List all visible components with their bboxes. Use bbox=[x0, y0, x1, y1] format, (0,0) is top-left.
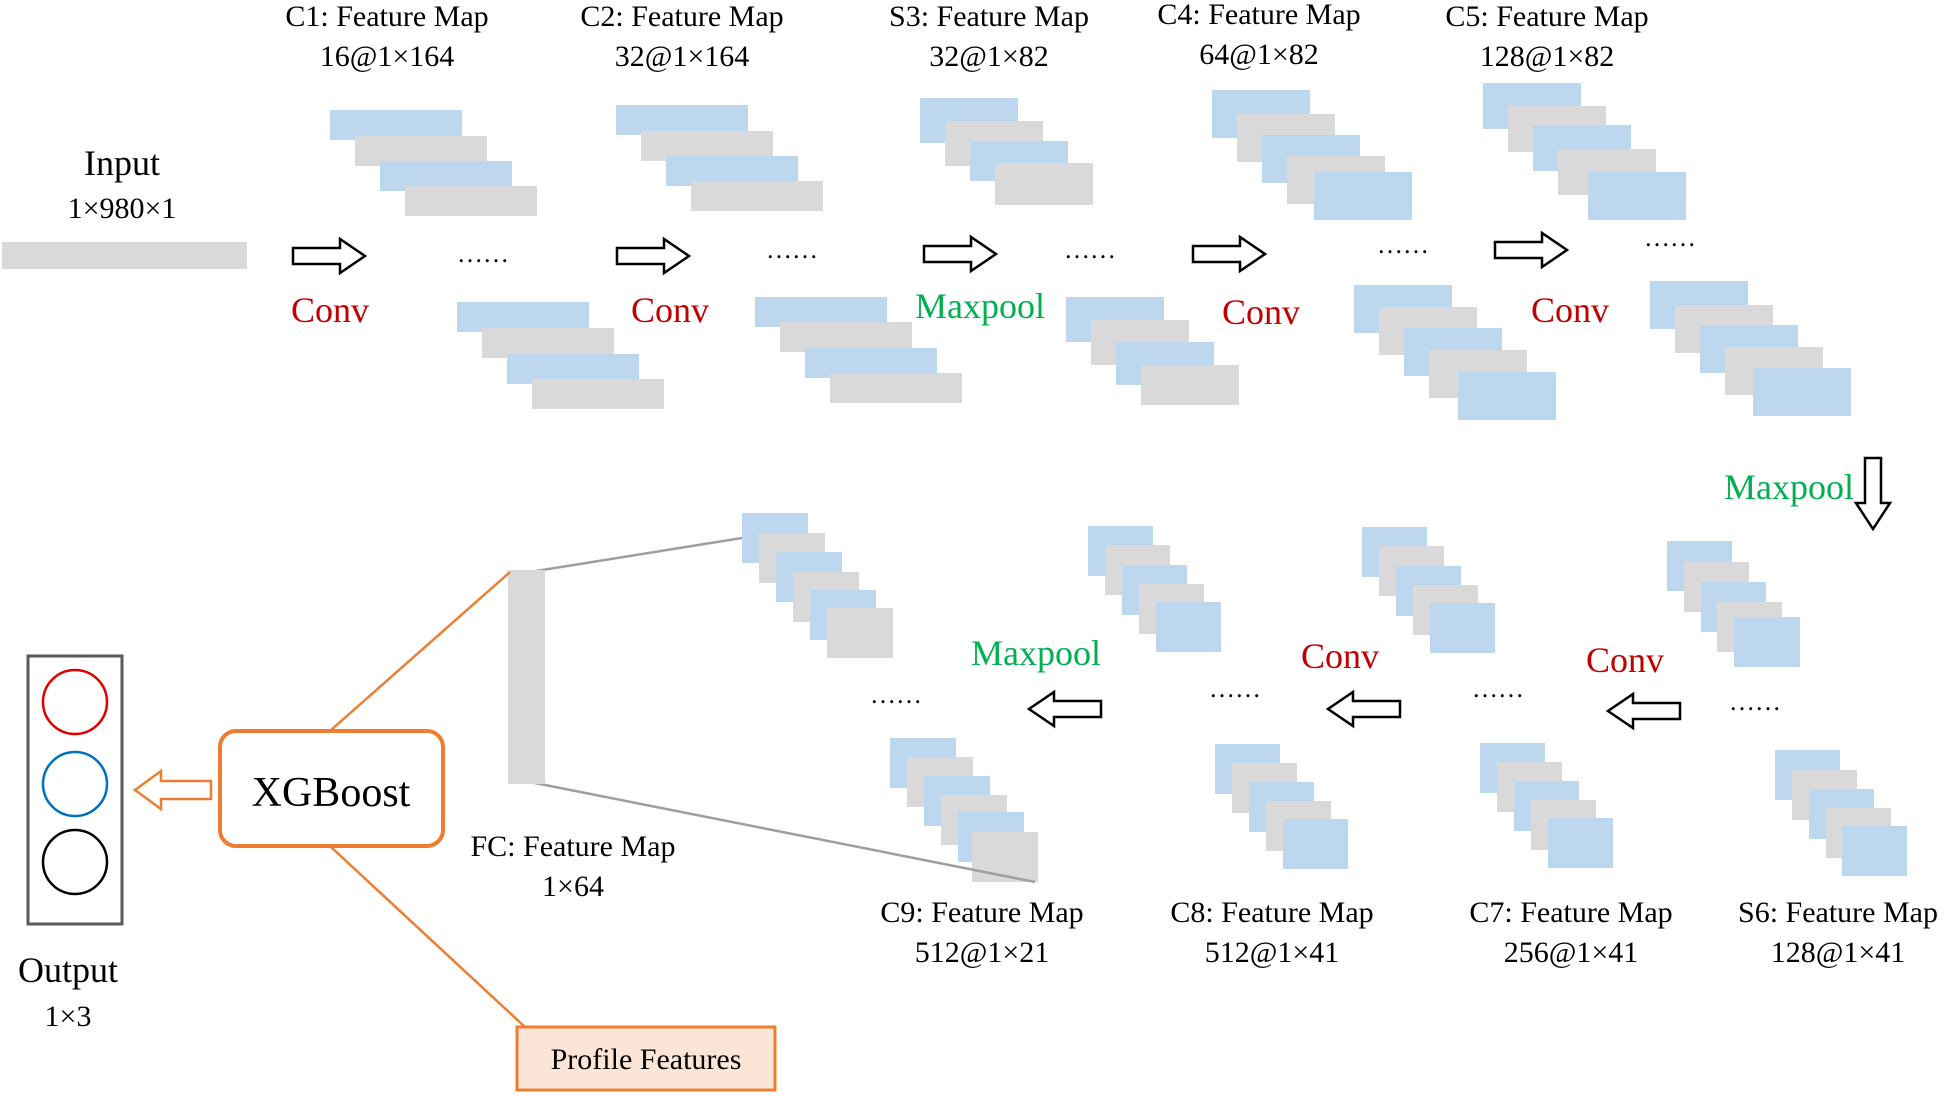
s6-upper-stack bbox=[1667, 541, 1800, 667]
fc-bar bbox=[508, 570, 545, 784]
c1-upper-stack bbox=[330, 110, 537, 216]
arrow-right-1 bbox=[291, 236, 368, 276]
xgboost-box bbox=[218, 729, 445, 848]
output-frame bbox=[26, 654, 124, 926]
c9-upper-stack bbox=[742, 513, 893, 658]
fc-to-xgboost-line bbox=[330, 571, 511, 731]
c2-title: C2: Feature Map bbox=[580, 0, 783, 33]
c9-lower-stack bbox=[890, 738, 1038, 882]
c9-title: C9: Feature Map bbox=[880, 896, 1083, 929]
c5-ellipsis: …… bbox=[1644, 223, 1696, 252]
c1-lower-stack bbox=[457, 302, 664, 409]
op-maxpool-1: Maxpool bbox=[915, 286, 1045, 326]
op-maxpool-3: Maxpool bbox=[971, 633, 1101, 673]
op-conv-3: Conv bbox=[1222, 292, 1300, 332]
c8-lower-stack bbox=[1215, 744, 1348, 869]
xgboost-label: XGBoost bbox=[252, 770, 411, 816]
c4-shape: 64@1×82 bbox=[1199, 38, 1319, 71]
c7-upper-stack bbox=[1362, 527, 1495, 653]
arrow-right-4 bbox=[1191, 234, 1268, 274]
c1-ellipsis: …… bbox=[457, 239, 509, 268]
output-neuron-blue bbox=[41, 750, 109, 818]
c5-shape: 128@1×82 bbox=[1480, 40, 1615, 73]
op-conv-6: Conv bbox=[1301, 636, 1379, 676]
c2-shape: 32@1×164 bbox=[615, 40, 750, 73]
arrow-left-3 bbox=[1026, 689, 1103, 729]
arrow-right-3 bbox=[922, 234, 999, 274]
s6-shape: 128@1×41 bbox=[1771, 936, 1906, 969]
c8-upper-stack bbox=[1088, 526, 1221, 652]
op-conv-1: Conv bbox=[291, 290, 369, 330]
c7-lower-stack bbox=[1480, 743, 1613, 868]
c7-shape: 256@1×41 bbox=[1504, 936, 1639, 969]
input-title: Input bbox=[84, 143, 160, 183]
profile-features-label: Profile Features bbox=[551, 1043, 742, 1076]
arrow-right-5 bbox=[1493, 230, 1570, 270]
arrow-left-1 bbox=[1605, 691, 1682, 731]
s6-lower-stack bbox=[1775, 750, 1907, 876]
s6-title: S6: Feature Map bbox=[1738, 896, 1938, 929]
c5-lower-stack bbox=[1650, 281, 1851, 416]
op-conv-4: Conv bbox=[1531, 290, 1609, 330]
c9-ellipsis: …… bbox=[870, 680, 922, 709]
c7-title: C7: Feature Map bbox=[1469, 896, 1672, 929]
c4-ellipsis: …… bbox=[1377, 230, 1429, 259]
c8-shape: 512@1×41 bbox=[1205, 936, 1340, 969]
c2-lower-stack bbox=[755, 297, 962, 403]
arrow-left-2 bbox=[1325, 689, 1402, 729]
c2-ellipsis: …… bbox=[766, 235, 818, 264]
op-maxpool-2: Maxpool bbox=[1724, 467, 1854, 507]
s3-title: S3: Feature Map bbox=[889, 0, 1089, 33]
c1-shape: 16@1×164 bbox=[320, 40, 455, 73]
s6-ellipsis: …… bbox=[1729, 687, 1781, 716]
s3-shape: 32@1×82 bbox=[929, 40, 1049, 73]
c7-ellipsis: …… bbox=[1472, 674, 1524, 703]
arrow-down bbox=[1853, 456, 1893, 532]
output-title: Output bbox=[18, 950, 118, 990]
fc-connector-bottom bbox=[529, 780, 1036, 884]
fc-shape: 1×64 bbox=[542, 870, 604, 903]
input-bar bbox=[2, 242, 247, 269]
fc-title: FC: Feature Map bbox=[471, 830, 676, 863]
c1-title: C1: Feature Map bbox=[285, 0, 488, 33]
c4-lower-stack bbox=[1354, 285, 1556, 420]
xgboost-to-profile-line bbox=[330, 846, 526, 1028]
s3-ellipsis: …… bbox=[1064, 235, 1116, 264]
c5-title: C5: Feature Map bbox=[1445, 0, 1648, 33]
output-neuron-black bbox=[41, 828, 109, 896]
arrow-right-2 bbox=[615, 236, 692, 276]
op-conv-2: Conv bbox=[631, 290, 709, 330]
c4-title: C4: Feature Map bbox=[1157, 0, 1360, 31]
fc-connector-top bbox=[529, 536, 743, 574]
op-conv-5: Conv bbox=[1586, 640, 1664, 680]
input-shape: 1×980×1 bbox=[68, 192, 177, 225]
output-shape: 1×3 bbox=[45, 1000, 92, 1033]
c8-title: C8: Feature Map bbox=[1170, 896, 1373, 929]
arrow-to-output bbox=[132, 768, 213, 812]
c4-upper-stack bbox=[1212, 90, 1412, 220]
c8-ellipsis: …… bbox=[1209, 674, 1261, 703]
s3-lower-stack bbox=[1066, 297, 1239, 405]
c5-upper-stack bbox=[1483, 83, 1686, 220]
c2-upper-stack bbox=[616, 105, 823, 211]
profile-features-box bbox=[515, 1025, 777, 1092]
c9-shape: 512@1×21 bbox=[915, 936, 1050, 969]
s3-upper-stack bbox=[920, 98, 1093, 205]
output-neuron-red bbox=[41, 668, 109, 736]
